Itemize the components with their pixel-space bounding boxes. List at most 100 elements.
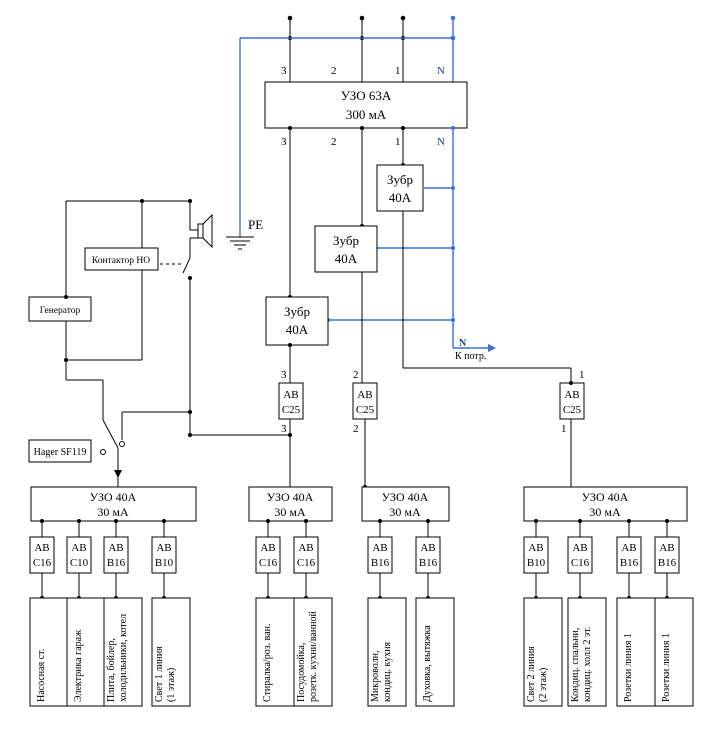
voltage-relay-3-rating: 40А [286, 322, 309, 337]
changeover-switch-label: Hager SF119 [34, 447, 87, 458]
voltage-relay-2 [314, 225, 378, 383]
branch-breaker-line2: В16 [658, 557, 677, 569]
group-breaker-2 [352, 382, 378, 489]
group-breaker-3 [278, 382, 304, 487]
branch-breaker-line1: АВ [108, 542, 123, 554]
branch-dot-top [578, 519, 582, 523]
voltage-relay-3-name: Зубр [284, 304, 310, 319]
branch-breaker-line1: АВ [528, 542, 543, 554]
consumer-label: Стиралка/роз. ван. [262, 623, 273, 702]
pe-label: PE [248, 217, 263, 232]
contactor-label: Контактор НО [92, 256, 150, 266]
consumer-label: Свет 2 линия(2 этаж) [526, 646, 549, 702]
branch-dot-top [162, 519, 166, 523]
branch-breaker-line2: С16 [571, 557, 590, 569]
branch-breaker-line1: АВ [420, 542, 435, 554]
group-breaker-1 [559, 381, 585, 487]
generator-label: Генератор [40, 306, 81, 316]
consumer-label: Свет 1 линия(1 этаж) [154, 646, 177, 702]
neutral-label-in: N [437, 65, 445, 77]
branch-breaker-line1: АВ [572, 542, 587, 554]
branch-breaker [654, 536, 680, 574]
load-output-label: К потр. [455, 351, 486, 362]
group-breaker-1-phase-bottom: 1 [561, 423, 567, 435]
group-rcd-2-title: УЗО 40А [267, 490, 314, 504]
consumer-label: Кондиц. спальни,кондиц. холл 2 эт. [570, 627, 593, 702]
phase-label-in-2: 2 [331, 65, 337, 77]
branch-breaker-line2: В16 [371, 557, 390, 569]
consumer-label: Электрика гараж [73, 630, 84, 702]
consumer-label: Микроволн,кондиц. кухня [370, 641, 393, 702]
consumer-label: Плита, бойлер,холодильники, котел [106, 614, 129, 702]
branch-dot-top [534, 519, 538, 523]
consumer-box [29, 597, 69, 707]
branch-breaker-line2: С16 [297, 557, 316, 569]
consumer-box [567, 597, 607, 707]
group-breaker-2-phase-top: 2 [353, 369, 359, 381]
consumer-label: Насосная ст. [36, 649, 47, 702]
voltage-relay-2-name: Зубр [333, 233, 359, 248]
load-output-n-label: N [459, 338, 467, 349]
consumer-box [654, 597, 694, 707]
branch-breaker-line1: АВ [260, 542, 275, 554]
consumer-box [103, 597, 143, 707]
main-rcd [264, 81, 468, 129]
group-rcd-1 [30, 486, 197, 522]
branch-breaker-line2: В10 [155, 557, 174, 569]
consumer-box [616, 597, 656, 707]
branch-breaker-line1: АВ [34, 542, 49, 554]
group-breaker-3-line2: С25 [282, 404, 301, 416]
group-rcd-4 [523, 486, 688, 522]
voltage-relay-3 [265, 296, 329, 383]
branch-dot-top [426, 519, 430, 523]
group-breaker-1-line2: С25 [563, 404, 582, 416]
group-breaker-2-line2: С25 [356, 404, 375, 416]
branch-dot-top [266, 519, 270, 523]
branch-breaker-line1: АВ [298, 542, 313, 554]
group-breaker-1-line1: АВ [564, 389, 579, 401]
main-rcd-rating: 300 мА [346, 107, 387, 122]
branch-breaker [367, 536, 393, 574]
consumer-label: Посудомойка,розетк. кухни/ванной [296, 610, 319, 702]
branch-breaker [66, 536, 92, 574]
consumer-label: Розетки линия 1 [661, 633, 672, 702]
branch-dot-top [304, 519, 308, 523]
input-feed [239, 15, 456, 237]
ground-icon [226, 236, 254, 250]
consumer-box [151, 597, 191, 707]
branch-breaker [29, 536, 55, 574]
branch-breaker-line2: В16 [620, 557, 639, 569]
branch-breaker-line2: В10 [527, 557, 546, 569]
generator-circuit [28, 199, 292, 487]
consumer-box [523, 597, 563, 707]
group-breaker-3-phase-bottom: 3 [281, 423, 287, 435]
group-breaker-3-phase-top: 3 [281, 369, 287, 381]
branch-breaker-line2: В16 [419, 557, 438, 569]
phase-label-out-3: 3 [281, 136, 287, 148]
consumer-box [415, 597, 455, 707]
group-rcd-2 [248, 486, 333, 522]
voltage-relay-2-rating: 40А [335, 251, 358, 266]
neutral-label-out: N [437, 136, 445, 148]
group-rcd-3 [361, 486, 450, 522]
consumer-label: Духовка, вытяжка [422, 625, 433, 702]
main-rcd-outputs [288, 126, 496, 352]
branch-breaker-line1: АВ [156, 542, 171, 554]
branch-breaker-line2: С16 [259, 557, 278, 569]
branch-breaker-line2: С16 [33, 557, 52, 569]
consumer-box [367, 597, 407, 707]
voltage-relay-1-name: Зубр [387, 172, 413, 187]
branch-dot-top [627, 519, 631, 523]
branch-breaker [616, 536, 642, 574]
consumer-label: Розетки линия 1 [623, 633, 634, 702]
